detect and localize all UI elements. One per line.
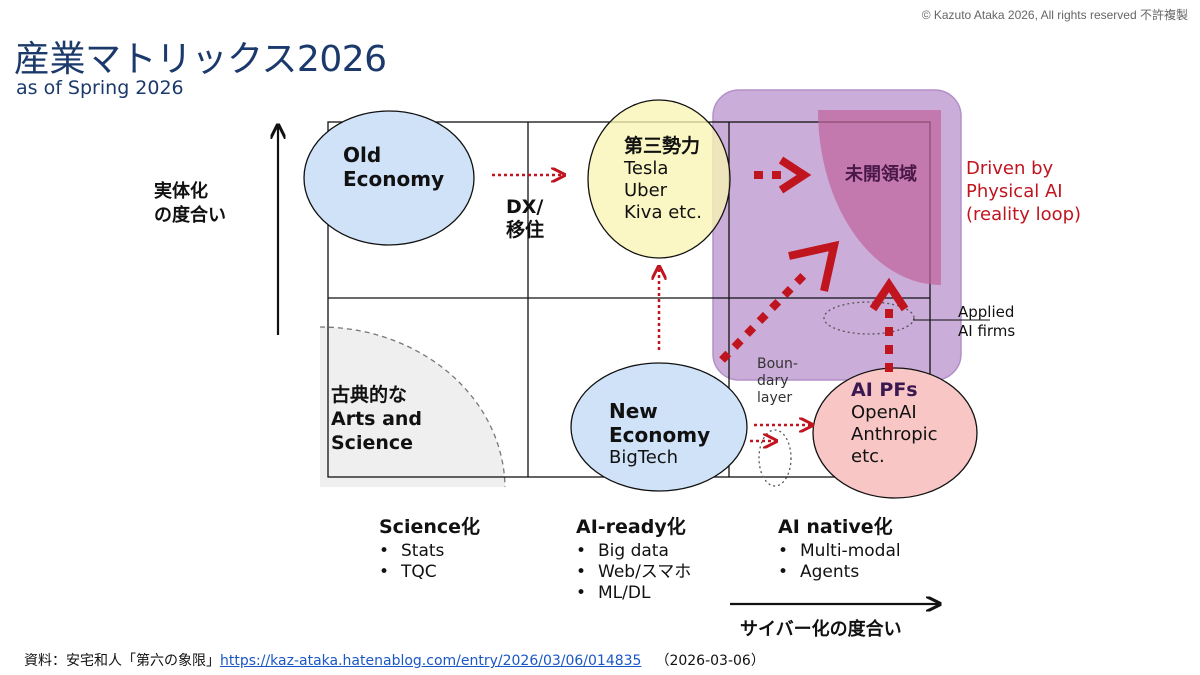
old-economy-ellipse <box>303 110 475 246</box>
list-item: Web/スマホ <box>576 562 691 583</box>
third-force-label: 第三勢力 Tesla Uber Kiva etc. <box>624 135 702 223</box>
source-prefix: 資料：安宅和人「第六の象限」 <box>24 653 220 669</box>
column-science: Science化 Stats TQC <box>379 512 480 583</box>
list-item: Stats <box>379 541 480 562</box>
dx-label: DX/ 移住 <box>506 196 545 241</box>
ai-pfs-up-head <box>869 277 909 312</box>
old-economy-label: Old Economy <box>343 143 445 191</box>
applied-ai-label: Applied AI firms <box>958 303 1016 340</box>
unexplored-region <box>818 110 941 285</box>
classical-quarter-arc <box>319 326 506 488</box>
list-item: Big data <box>576 541 691 562</box>
classical-quarter-region <box>320 326 505 487</box>
source-date: （2026-03-06） <box>655 653 765 669</box>
list-item: Agents <box>778 562 901 583</box>
ai-pfs-label: AI PFs OpenAI Anthropic etc. <box>851 379 938 467</box>
classical-label: 古典的な Arts and Science <box>331 384 423 454</box>
new-economy-label: New Economy BigTech <box>609 399 711 468</box>
source-citation: 資料：安宅和人「第六の象限」https://kaz-ataka.hatenabl… <box>24 650 765 670</box>
unexplored-label: 未開領域 <box>845 164 917 185</box>
source-link[interactable]: https://kaz-ataka.hatenablog.com/entry/2… <box>220 653 642 669</box>
copyright: © Kazuto Ataka 2026, All rights reserved… <box>921 8 1188 22</box>
third-force-ellipse <box>587 99 731 259</box>
diagonal-thick-head <box>788 240 840 292</box>
ai-pfs-ellipse <box>812 367 978 499</box>
page-subtitle: as of Spring 2026 <box>16 77 184 99</box>
list-item: ML/DL <box>576 583 691 604</box>
diagonal-thick-shaft <box>719 271 808 363</box>
applied-ai-dotted-ellipse <box>823 301 915 335</box>
x-axis-label: サイバー化の度合い <box>740 619 902 640</box>
page-title: 産業マトリックス2026 <box>14 39 387 80</box>
new-economy-ellipse <box>570 362 748 492</box>
column-ai-native: AI native化 Multi-modal Agents <box>778 512 901 583</box>
physical-ai-label: Driven by Physical AI (reality loop) <box>966 158 1082 225</box>
list-item: Multi-modal <box>778 541 901 562</box>
third-force-right-head <box>778 156 812 194</box>
boundary-layer-label: Boun- dary layer <box>757 356 798 406</box>
list-item: TQC <box>379 562 480 583</box>
column-ai-ready: AI-ready化 Big data Web/スマホ ML/DL <box>576 512 691 604</box>
boundary-dotted-ellipse <box>758 429 792 487</box>
y-axis-label: 実体化 の度合い <box>154 181 226 226</box>
